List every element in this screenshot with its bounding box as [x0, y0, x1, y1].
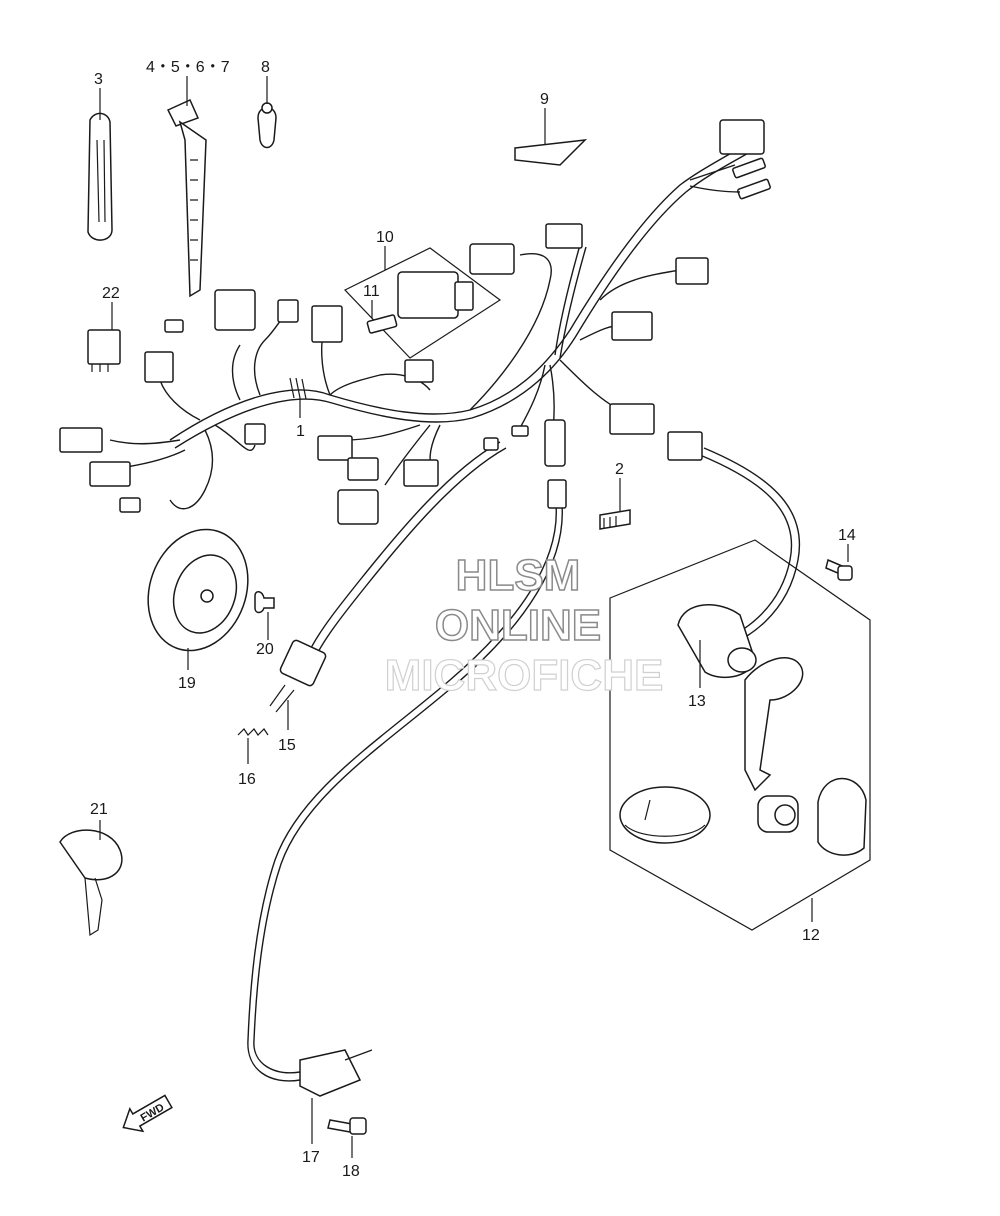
rear-brake-switch-lead [247, 419, 567, 1082]
callout-20: 20 [256, 641, 274, 658]
callout-22: 22 [102, 285, 120, 302]
part-14-bolt[interactable] [825, 558, 853, 581]
callout-2: 2 [615, 461, 624, 478]
callout-19: 19 [178, 675, 196, 692]
part-21-key[interactable] [59, 829, 123, 937]
part-13-ignition-switch[interactable] [677, 604, 804, 792]
front-brake-switch-lead [309, 425, 529, 657]
callout-18: 18 [342, 1163, 360, 1180]
callout-17: 17 [302, 1149, 320, 1166]
part-22-relay[interactable] [87, 329, 121, 372]
watermark-line2: ONLINE [435, 601, 601, 650]
fwd-label: FWD [139, 1101, 167, 1124]
callout-16: 16 [238, 771, 256, 788]
callout-10: 10 [376, 229, 394, 246]
part-18-bolt[interactable] [327, 1117, 367, 1135]
callout-11: 11 [363, 283, 380, 300]
part-20-bolt[interactable] [254, 591, 275, 614]
callout-3: 3 [94, 71, 103, 88]
part-17-rear-brake-switch[interactable] [299, 1049, 373, 1097]
part-2-connector[interactable] [599, 509, 631, 530]
watermark: HLSM ONLINE MICROFICHE [384, 550, 664, 700]
part-10-relay-box[interactable] [344, 247, 502, 359]
callout-4567: 4・5・6・7 [146, 59, 230, 76]
part-3-band[interactable] [87, 112, 113, 241]
callout-9: 9 [540, 91, 549, 108]
callout-1: 1 [296, 423, 305, 440]
callout-12: 12 [802, 927, 820, 944]
callout-15: 15 [278, 737, 296, 754]
fwd-arrow-icon: FWD [122, 1094, 173, 1133]
part-4-7-cable-tie[interactable] [166, 99, 207, 298]
part-19-horn[interactable] [132, 515, 265, 664]
part-15-brake-switch[interactable] [269, 639, 327, 713]
watermark-line1: HLSM [456, 551, 581, 600]
part-8-terminal-cap[interactable] [257, 102, 277, 149]
callout-14: 14 [838, 527, 856, 544]
part-11-fuse[interactable] [366, 314, 398, 334]
watermark-line3: MICROFICHE [385, 651, 664, 700]
part-12-lock-set[interactable] [609, 539, 871, 931]
part-9-label[interactable] [514, 139, 588, 166]
part-16-spring[interactable] [237, 728, 269, 736]
callout-labels: 3 4・5・6・7 8 9 10 11 22 1 2 14 13 12 20 1… [90, 59, 856, 1180]
leader-lines [99, 76, 849, 1158]
wiring-harness[interactable] [59, 119, 771, 525]
callout-13: 13 [688, 693, 706, 710]
callout-21: 21 [90, 801, 108, 818]
callout-8: 8 [261, 59, 270, 76]
